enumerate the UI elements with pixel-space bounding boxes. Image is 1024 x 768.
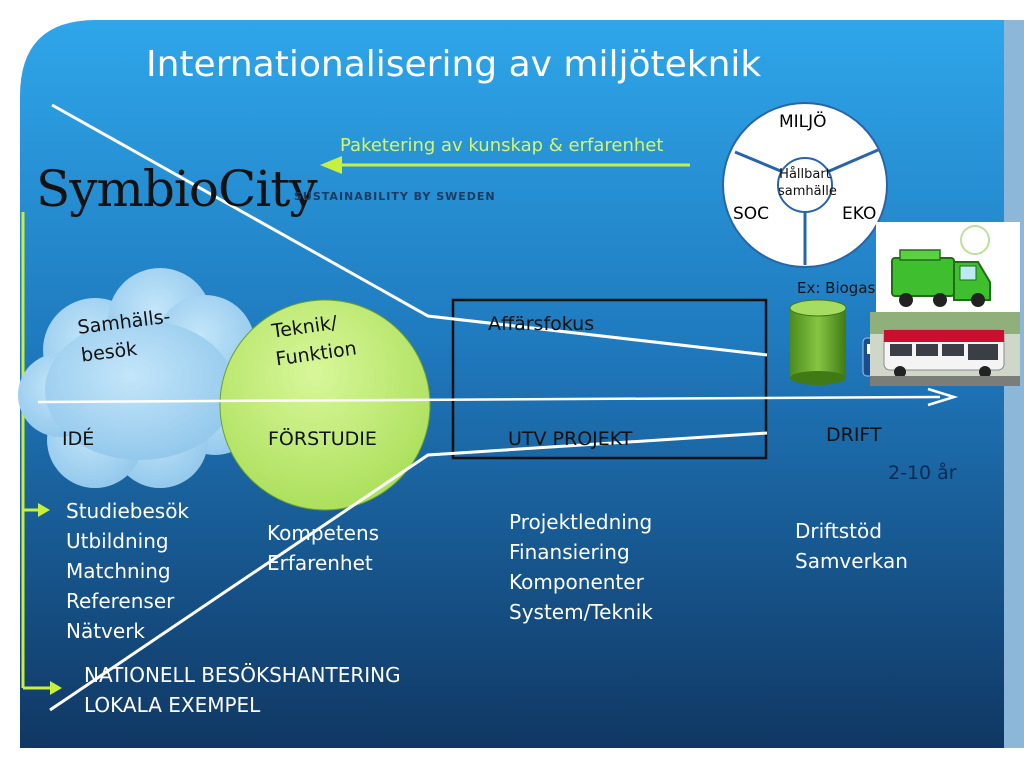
stage-utv-projekt: UTV PROJEKT bbox=[508, 428, 633, 450]
tech-circle-shape bbox=[219, 299, 431, 511]
stage-forstudie: FÖRSTUDIE bbox=[268, 428, 377, 450]
list-utv: Projektledning Finansiering Komponenter … bbox=[509, 507, 653, 627]
list-item: Erfarenhet bbox=[267, 551, 373, 575]
list-item: Matchning bbox=[66, 559, 171, 583]
business-focus-label: Affärsfokus bbox=[488, 313, 595, 335]
wheel-center-line1: Hållbart bbox=[779, 167, 831, 182]
logo-tagline: SUSTAINABILITY BY SWEDEN bbox=[294, 190, 496, 203]
list-item: Studiebesök bbox=[66, 499, 190, 523]
packaging-label: Paketering av kunskap & erfarenhet bbox=[340, 135, 664, 156]
stage-ide: IDÉ bbox=[62, 428, 95, 450]
list-item: Referenser bbox=[66, 589, 175, 613]
list-item: Komponenter bbox=[509, 570, 644, 594]
wheel-center-label: Hållbart samhälle bbox=[778, 166, 837, 200]
timeline-arrow bbox=[37, 395, 941, 404]
biogas-label: Ex: Biogas bbox=[797, 279, 876, 297]
funnel-upper-line bbox=[51, 103, 768, 357]
sustainability-wheel bbox=[722, 102, 888, 268]
slide-title: Internationalisering av miljöteknik bbox=[146, 44, 762, 85]
bottom-labels: NATIONELL BESÖKSHANTERING LOKALA EXEMPEL bbox=[84, 660, 401, 720]
bracket-arrowhead-top bbox=[38, 503, 50, 517]
list-item: Samverkan bbox=[795, 549, 908, 573]
list-drift: Driftstöd Samverkan bbox=[795, 516, 908, 576]
stage-drift: DRIFT bbox=[826, 424, 882, 446]
cloud-shape bbox=[18, 268, 260, 488]
duration-label: 2-10 år bbox=[888, 462, 957, 484]
symbiocity-logo: SymbioCity bbox=[36, 160, 318, 218]
list-item: Projektledning bbox=[509, 510, 653, 534]
bottom-line-2: LOKALA EXEMPEL bbox=[84, 693, 261, 717]
list-item: Kompetens bbox=[267, 521, 380, 545]
wheel-center-line2: samhälle bbox=[778, 184, 837, 199]
list-item: Utbildning bbox=[66, 529, 169, 553]
list-item: Nätverk bbox=[66, 619, 146, 643]
timeline-arrowhead bbox=[927, 387, 959, 407]
vehicles-photo bbox=[870, 222, 1020, 386]
list-item: System/Teknik bbox=[509, 600, 653, 624]
packaging-arrowhead bbox=[320, 156, 342, 174]
tech-circle-label: Teknik/ Funktion bbox=[270, 307, 358, 374]
wheel-label-miljo: MILJÖ bbox=[779, 112, 827, 132]
cloud-label: Samhälls- besök bbox=[76, 303, 175, 370]
bracket-arrowhead-bottom bbox=[50, 681, 62, 695]
list-ide: Studiebesök Utbildning Matchning Referen… bbox=[66, 496, 189, 646]
business-focus-box bbox=[451, 298, 768, 460]
funnel-lower-line bbox=[49, 431, 768, 712]
list-item: Driftstöd bbox=[795, 519, 882, 543]
list-item: Finansiering bbox=[509, 540, 630, 564]
bottom-line-1: NATIONELL BESÖKSHANTERING bbox=[84, 663, 401, 687]
list-forstudie: Kompetens Erfarenhet bbox=[267, 518, 379, 578]
wheel-label-eko: EKO bbox=[842, 204, 877, 224]
wheel-label-soc: SOC bbox=[733, 204, 770, 224]
